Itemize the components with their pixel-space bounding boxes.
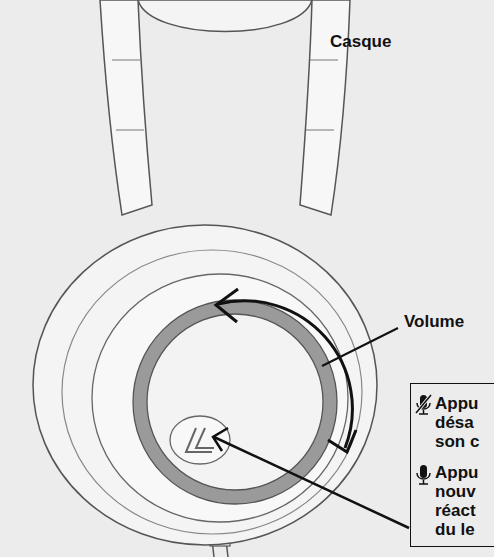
instruction-text: Appu désa son c <box>435 394 493 451</box>
part-label: Casque <box>330 32 391 52</box>
instruction-text: Appu nouv réact du le <box>435 463 493 539</box>
instruction-box: Appu désa son c Appu nouv réact du le <box>410 383 494 547</box>
part-label: Volume <box>404 312 464 332</box>
